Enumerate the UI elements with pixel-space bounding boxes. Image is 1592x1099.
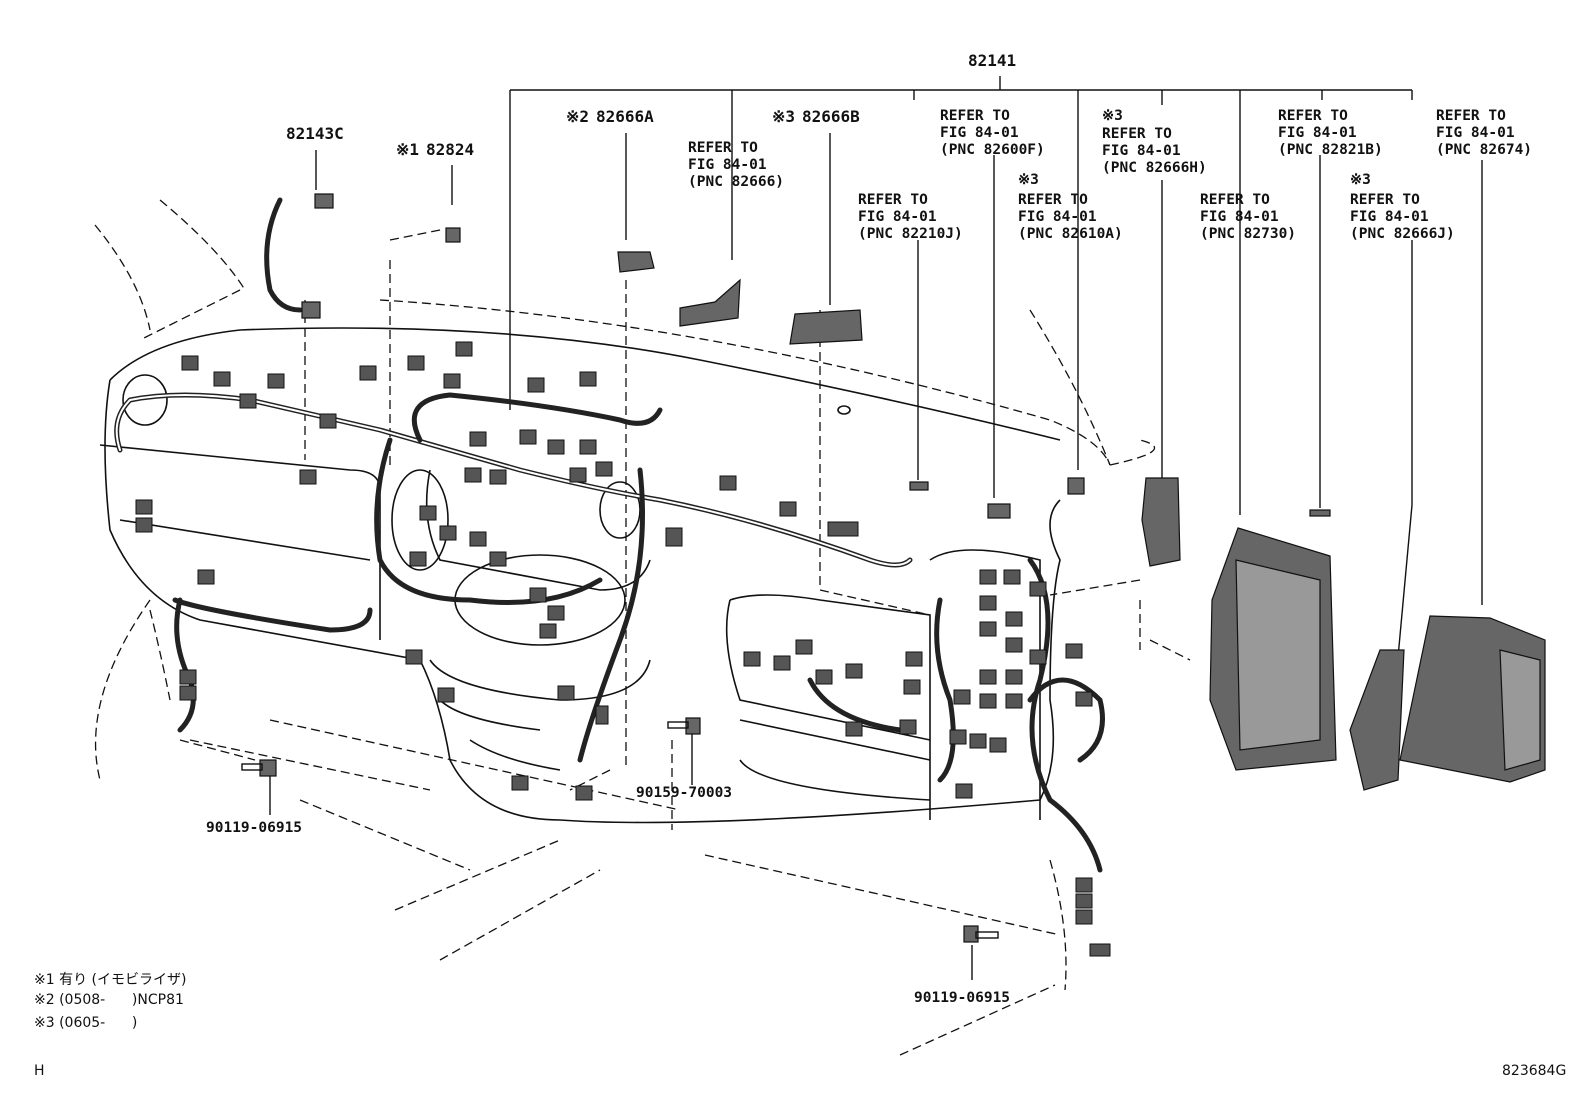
connector-cluster-center	[949, 569, 1093, 753]
ref-82666j: REFER TO FIG 84-01 (PNC 82666J)	[1350, 192, 1455, 242]
label-bolt-right: 90119-06915	[914, 990, 1011, 1006]
bolt-left-shape	[241, 759, 277, 777]
label-bolt-left: 90119-06915	[206, 820, 303, 836]
harness-82143c-end-b	[301, 301, 321, 319]
ref-82666: REFER TO FIG 84-01 (PNC 82666)	[688, 140, 785, 190]
part-82666b-shape	[789, 309, 863, 345]
ref-82210j-part-shape	[909, 481, 929, 491]
harness-82143c-end-a	[314, 193, 334, 209]
instrument-panel	[99, 327, 1061, 824]
footnote-3: ※3 (0605- )	[34, 1015, 138, 1031]
marker-3-82666j: ※3	[1350, 172, 1371, 188]
bolts	[241, 717, 999, 943]
bolt-center-shape	[667, 717, 701, 735]
ref-82666h: REFER TO FIG 84-01 (PNC 82666H)	[1102, 126, 1207, 176]
ref-82730-face	[1235, 559, 1321, 751]
ref-82666j-part-shape	[1349, 649, 1405, 791]
marker-1-82824: ※1	[396, 140, 420, 159]
marker-2-82666a: ※2	[566, 107, 590, 126]
label-82666a: 82666A	[596, 107, 654, 126]
bolt-right-shape	[963, 925, 999, 943]
part-82824-shape	[445, 227, 461, 243]
ref-82821b: REFER TO FIG 84-01 (PNC 82821B)	[1278, 108, 1383, 158]
label-82143c: 82143C	[286, 124, 344, 143]
body-outline	[94, 199, 1191, 1056]
ref-82610a: REFER TO FIG 84-01 (PNC 82610A)	[1018, 192, 1123, 242]
footnote-1: ※1 有り (イモビライザ)	[34, 972, 187, 988]
connectors	[135, 341, 1111, 957]
label-bolt-center: 90159-70003	[636, 785, 733, 801]
ref-82666-part-shape	[679, 278, 741, 327]
marker-3-82610a: ※3	[1018, 172, 1039, 188]
label-82666b: 82666B	[802, 107, 860, 126]
marker-3-82666h: ※3	[1102, 108, 1123, 124]
ref-82674-side	[1499, 649, 1541, 771]
leader-lines	[269, 76, 1483, 980]
footnote-2: ※2 (0508- )NCP81	[34, 992, 184, 1008]
marker-3-82666b: ※3	[772, 107, 796, 126]
footer-code: H	[34, 1063, 45, 1079]
figure-id: 823684G	[1502, 1063, 1567, 1079]
ref-82821b-part-shape	[1309, 509, 1331, 517]
ref-82600f-part-shape	[987, 503, 1011, 519]
part-82666a-shape	[617, 251, 655, 273]
ref-82610a-part-shape	[1067, 477, 1085, 495]
ref-82730: REFER TO FIG 84-01 (PNC 82730)	[1200, 192, 1297, 242]
ref-82674: REFER TO FIG 84-01 (PNC 82674)	[1436, 108, 1533, 158]
ref-82600f: REFER TO FIG 84-01 (PNC 82600F)	[940, 108, 1045, 158]
label-82141: 82141	[968, 51, 1017, 70]
standalone-parts	[301, 193, 1546, 791]
label-82824: 82824	[426, 140, 475, 159]
ref-82210j: REFER TO FIG 84-01 (PNC 82210J)	[858, 192, 963, 242]
ref-82666h-part-shape	[1141, 477, 1181, 567]
